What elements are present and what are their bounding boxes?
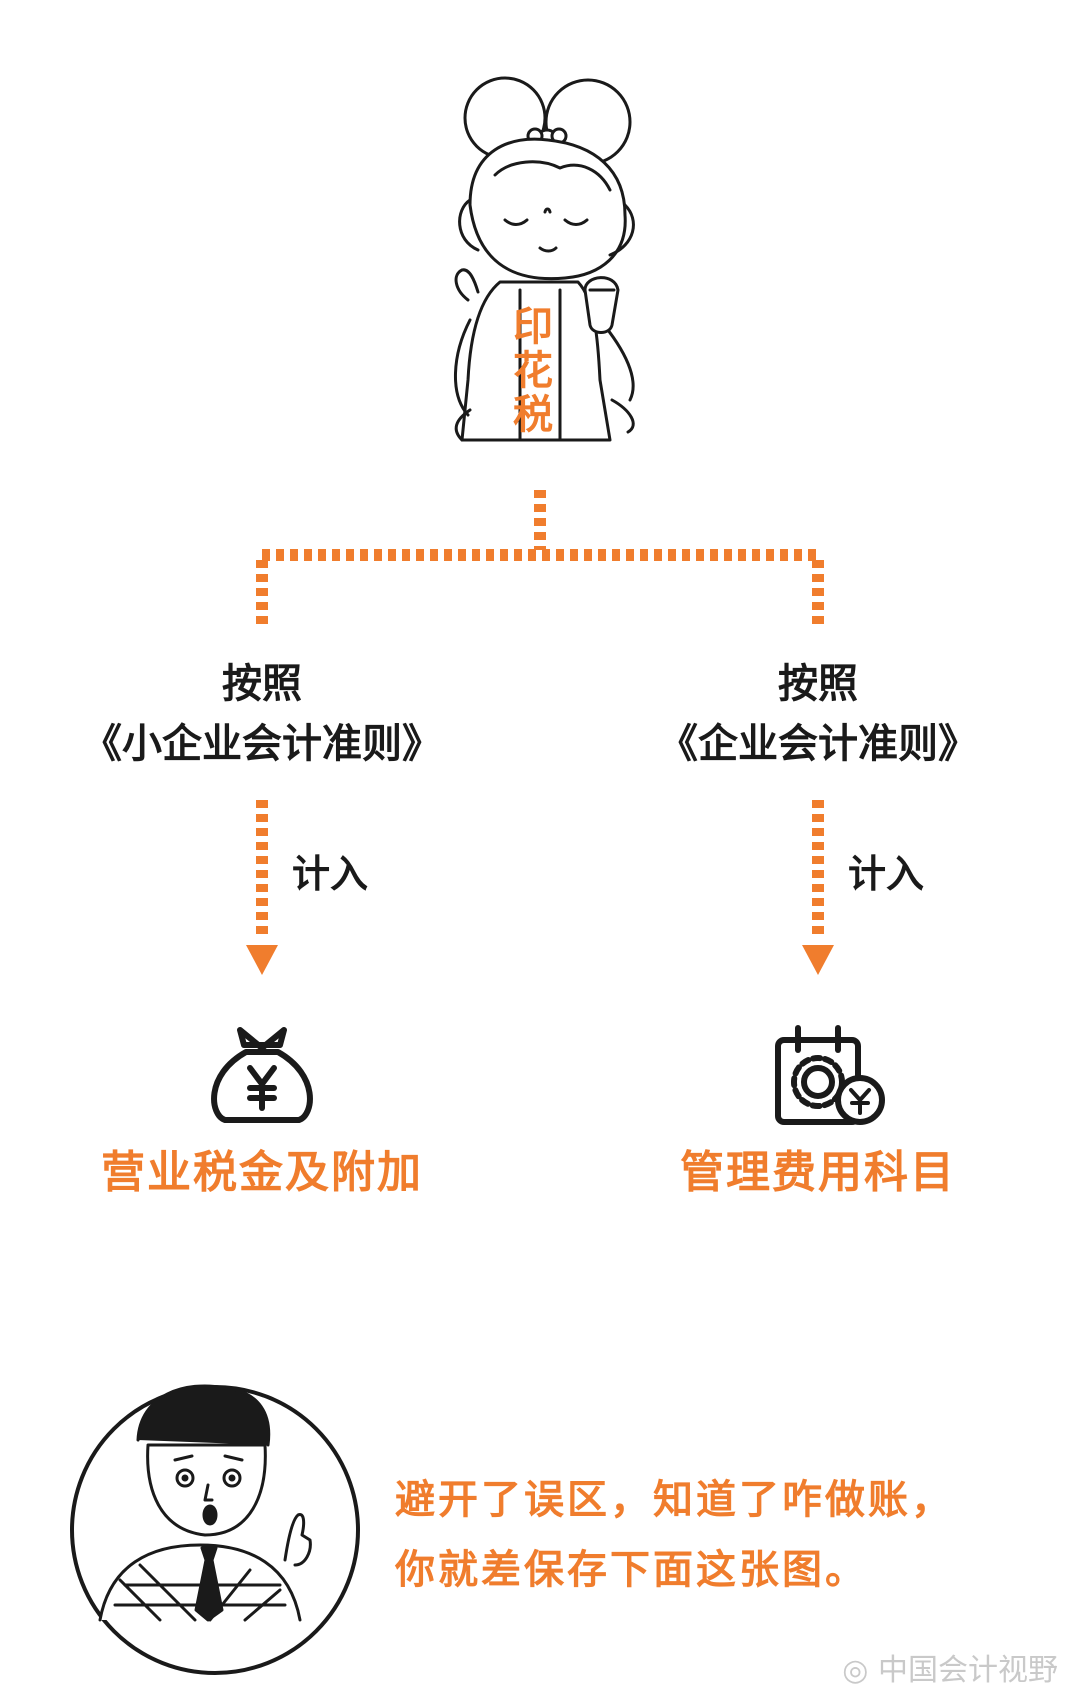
connector-lines	[256, 490, 824, 940]
arrowhead-left	[246, 945, 278, 975]
businessman-illustration	[98, 1384, 312, 1622]
stamp-tax-character-illustration	[453, 76, 635, 442]
right-branch-lead: 按照	[778, 661, 858, 707]
footer-line-1: 避开了误区，知道了咋做账，	[395, 1477, 954, 1523]
calendar-gear-yen-icon	[775, 1025, 885, 1125]
right-branch-destination: 管理费用科目	[680, 1147, 956, 1198]
right-branch-standard: 《企业会计准则》	[658, 721, 978, 767]
watermark: ◎ 中国会计视野	[842, 1645, 1058, 1689]
right-branch-arrow-label: 计入	[848, 852, 925, 896]
arrowhead-right	[802, 945, 834, 975]
character-sash-title: 印花税	[513, 304, 553, 438]
footer-line-2: 你就差保存下面这张图。	[395, 1547, 868, 1593]
money-bag-yen-icon	[211, 1027, 313, 1123]
weibo-icon: ◎	[842, 1653, 869, 1688]
left-branch-destination: 营业税金及附加	[101, 1147, 423, 1198]
left-branch-lead: 按照	[222, 661, 302, 707]
left-branch-arrow-label: 计入	[292, 852, 369, 896]
left-branch-standard: 《小企业会计准则》	[82, 721, 442, 767]
watermark-text: 中国会计视野	[878, 1653, 1058, 1688]
